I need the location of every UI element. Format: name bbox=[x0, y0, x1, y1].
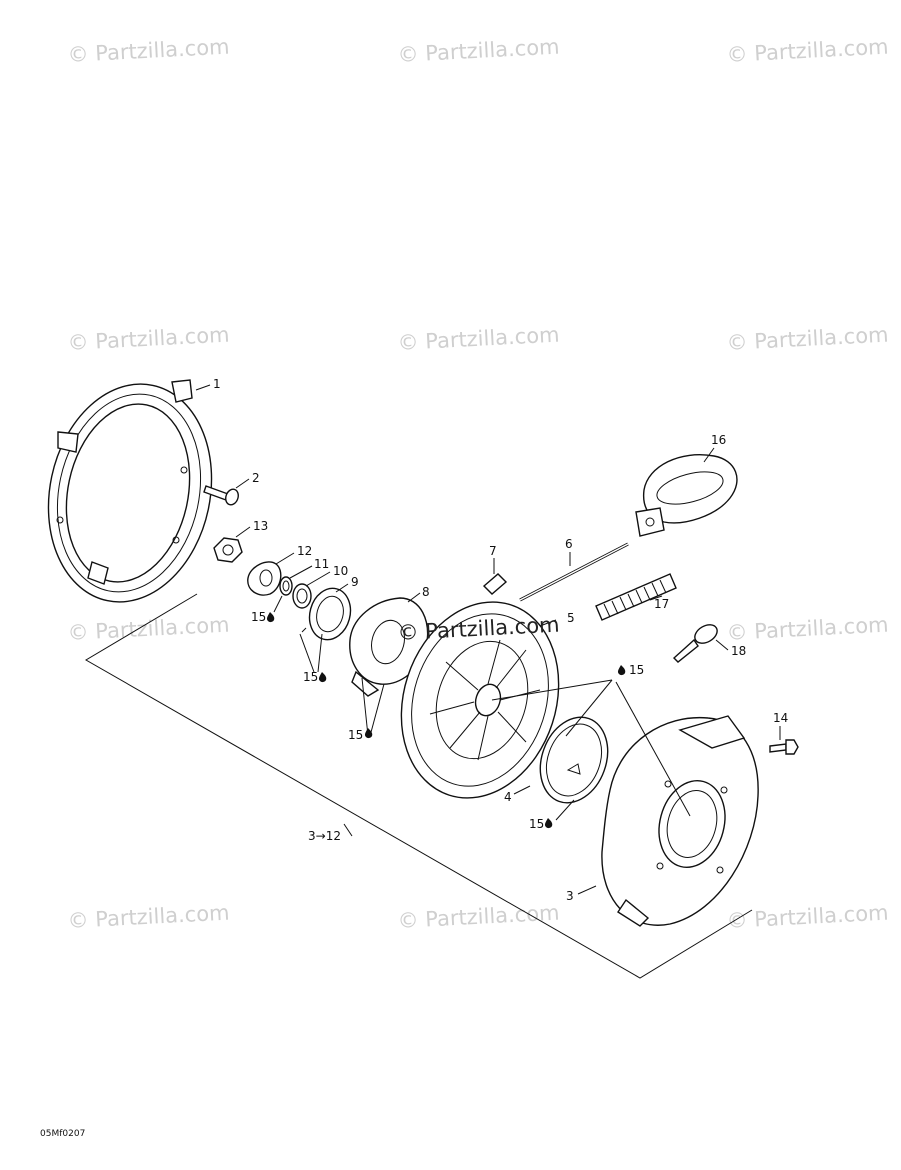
callout-15: 15 bbox=[251, 610, 266, 624]
part-13-nut bbox=[213, 537, 243, 563]
part-17-rope-guide bbox=[595, 573, 677, 621]
callout-3-to-12: 3→12 bbox=[308, 829, 341, 843]
oil-drop-icon bbox=[318, 672, 327, 683]
oil-drop-icon bbox=[544, 818, 553, 829]
callout-11: 11 bbox=[314, 557, 329, 571]
part-18-tie-strap bbox=[672, 624, 718, 663]
callout-16: 16 bbox=[711, 433, 726, 447]
part-4-recoil-spring bbox=[539, 716, 609, 804]
watermark: © Partzilla.com bbox=[726, 901, 889, 933]
callout-4: 4 bbox=[504, 790, 512, 804]
callout-8: 8 bbox=[422, 585, 430, 599]
callout-3: 3 bbox=[566, 889, 574, 903]
watermark: © Partzilla.com bbox=[67, 613, 230, 645]
watermark-layer: © Partzilla.com © Partzilla.com © Partzi… bbox=[67, 35, 889, 933]
watermark: © Partzilla.com bbox=[397, 35, 560, 67]
part-14-screw bbox=[769, 739, 799, 755]
callout-1: 1 bbox=[213, 377, 221, 391]
part-6-rope bbox=[519, 542, 629, 602]
callout-5: 5 bbox=[567, 611, 575, 625]
part-12-plate bbox=[247, 561, 282, 596]
callout-14: 14 bbox=[773, 711, 788, 725]
part-2-bolt bbox=[203, 485, 239, 506]
assembly-bracket bbox=[85, 593, 753, 979]
oil-drop-icon bbox=[364, 728, 373, 739]
figure-code: 05Mf0207 bbox=[40, 1129, 85, 1139]
watermark: © Partzilla.com bbox=[67, 901, 230, 933]
callout-13: 13 bbox=[253, 519, 268, 533]
grease-leaders bbox=[273, 595, 691, 821]
part-5-pulley bbox=[400, 601, 560, 799]
callout-15: 15 bbox=[303, 670, 318, 684]
watermark: © Partzilla.com bbox=[726, 613, 889, 645]
part-7-key bbox=[482, 573, 508, 595]
oil-drop-icon bbox=[617, 665, 626, 676]
watermark: © Partzilla.com bbox=[67, 323, 230, 355]
callout-10: 10 bbox=[333, 564, 348, 578]
callout-15: 15 bbox=[529, 817, 544, 831]
oil-drop-icon bbox=[266, 612, 275, 623]
callout-leaders bbox=[195, 384, 781, 895]
grease-drop-icons bbox=[266, 612, 626, 829]
watermark: © Partzilla.com bbox=[67, 35, 230, 67]
part-9-friction-plate bbox=[301, 587, 352, 641]
callout-2: 2 bbox=[252, 471, 260, 485]
callout-6: 6 bbox=[565, 537, 573, 551]
part-11-washer bbox=[279, 576, 293, 596]
callout-12: 12 bbox=[297, 544, 312, 558]
callout-15: 15 bbox=[629, 663, 644, 677]
watermark: © Partzilla.com bbox=[397, 901, 560, 933]
callout-18: 18 bbox=[731, 644, 746, 658]
watermark: © Partzilla.com bbox=[726, 35, 889, 67]
part-10-bushing bbox=[292, 583, 312, 609]
watermark: © Partzilla.com bbox=[397, 323, 560, 355]
callout-labels: 1 2 13 12 11 10 9 8 7 6 5 16 17 18 14 4 … bbox=[213, 377, 788, 903]
callout-15: 15 bbox=[348, 728, 363, 742]
part-1-mounting-ring bbox=[47, 379, 213, 603]
leader-3-12 bbox=[343, 823, 353, 837]
callout-9: 9 bbox=[351, 575, 359, 589]
part-16-handle bbox=[635, 454, 738, 537]
callout-7: 7 bbox=[489, 544, 497, 558]
watermark: © Partzilla.com bbox=[726, 323, 889, 355]
part-3-housing bbox=[601, 715, 759, 927]
callout-17: 17 bbox=[654, 597, 669, 611]
